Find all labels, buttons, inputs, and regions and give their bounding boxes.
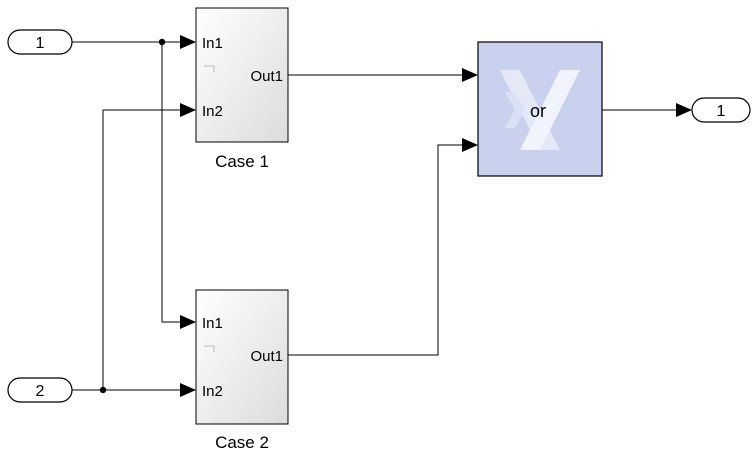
- inport-2[interactable]: 2: [7, 377, 73, 403]
- inport-1-label: 1: [36, 35, 45, 52]
- case-2-out1-label: Out1: [250, 348, 283, 365]
- subsystem-case-1[interactable]: In1 In2 Out1: [195, 7, 289, 143]
- signal-lines: [72, 41, 676, 391]
- branch-point-in1: [158, 38, 166, 46]
- case-2-in1-label: In1: [202, 315, 223, 332]
- case-1-in2-label: In2: [202, 103, 223, 120]
- or-block-label: or: [530, 101, 546, 121]
- case-1-out1-label: Out1: [250, 68, 283, 85]
- subsystem-inner-glyph: [204, 65, 215, 72]
- arrow-outport-1: [676, 103, 692, 117]
- arrowheads: [180, 35, 692, 397]
- outport-1[interactable]: 1: [691, 97, 751, 123]
- wire-case2-to-or[interactable]: [288, 144, 462, 356]
- arrow-or-in2: [462, 138, 478, 152]
- outport-1-label: 1: [717, 103, 726, 120]
- arrow-case2-in1: [180, 315, 196, 329]
- inport-1[interactable]: 1: [7, 29, 73, 55]
- subsystem-case-2[interactable]: In1 In2 Out1: [195, 289, 289, 425]
- arrow-case1-in1: [180, 35, 196, 49]
- logical-or-block[interactable]: or: [477, 41, 603, 177]
- case-2-in2-label: In2: [202, 383, 223, 400]
- branch-point-in2: [99, 386, 107, 394]
- inport-2-label: 2: [36, 383, 45, 400]
- wire-in2-to-case1-in2[interactable]: [102, 109, 180, 390]
- xilinx-logo-icon: [500, 70, 580, 150]
- arrow-or-in1: [462, 68, 478, 82]
- subsystem-inner-glyph: [204, 345, 215, 352]
- wire-in1-to-case2-in1[interactable]: [161, 42, 180, 323]
- case-1-in1-label: In1: [202, 35, 223, 52]
- case-1-name: Case 1: [215, 152, 269, 171]
- arrow-case2-in2: [180, 383, 196, 397]
- case-2-name: Case 2: [215, 433, 269, 452]
- arrow-case1-in2: [180, 103, 196, 117]
